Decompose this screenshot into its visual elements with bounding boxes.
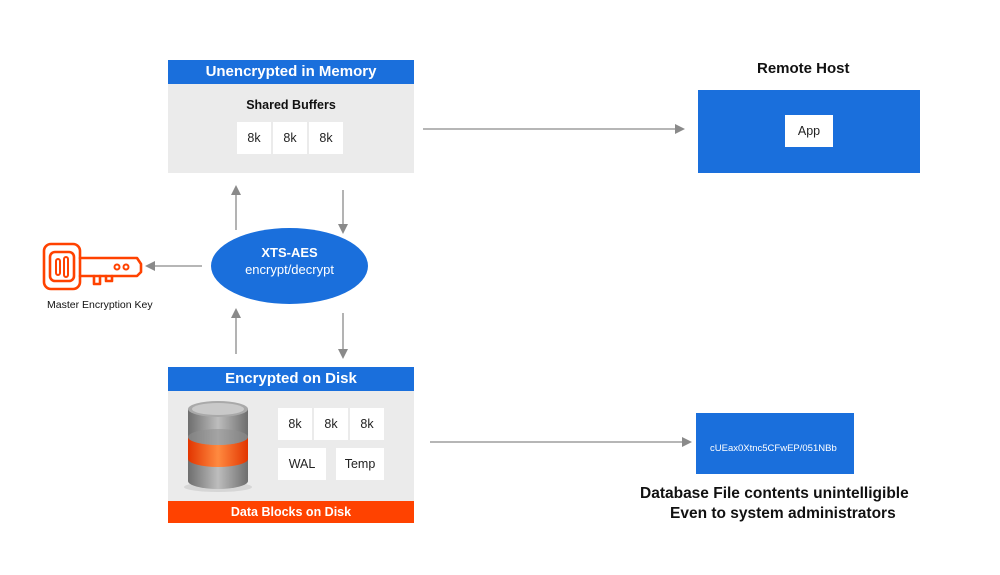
caption-line-2: Even to system administrators (670, 505, 896, 522)
arrows-layer (145, 124, 692, 447)
master-key-label: Master Encryption Key (47, 299, 153, 311)
data-blocks-footer: Data Blocks on Disk (168, 501, 414, 523)
temp-cell: Temp (336, 448, 384, 480)
memory-panel: Unencrypted in Memory Shared Buffers 8k … (168, 60, 414, 173)
memory-cell-2: 8k (273, 122, 307, 154)
remote-host-title: Remote Host (757, 60, 850, 77)
memory-panel-title: Unencrypted in Memory (168, 60, 414, 84)
disk-cell-3: 8k (350, 408, 384, 440)
shared-buffers-label: Shared Buffers (246, 98, 336, 112)
disk-panel: Encrypted on Disk 8k 8k 8k WAL Temp Data… (168, 367, 414, 523)
disk-cell-2: 8k (314, 408, 348, 440)
encrypted-line-2: uFNF3ySC6b3qDbkb+Jo+l73 (710, 479, 835, 490)
disk-panel-title: Encrypted on Disk (168, 367, 414, 391)
wal-cell: WAL (278, 448, 326, 480)
encrypted-line-1: cUEax0Xtnc5CFwEP/051NBb (710, 443, 837, 454)
encrypted-line-4: e8PRWaTclw1uAB+uk= (710, 551, 811, 562)
caption-line-1: Database File contents unintelligible (640, 485, 909, 502)
memory-cell-1: 8k (237, 122, 271, 154)
key-icon (42, 242, 143, 291)
disk-cell-1: 8k (278, 408, 312, 440)
encrypt-decrypt-label: encrypt/decrypt (245, 262, 334, 277)
memory-cell-3: 8k (309, 122, 343, 154)
database-icon (184, 401, 252, 492)
xts-aes-node: XTS-AES encrypt/decrypt (211, 228, 368, 304)
encrypted-text-box: cUEax0Xtnc5CFwEP/051NBb uFNF3ySC6b3qDbkb… (696, 413, 854, 562)
xts-aes-label: XTS-AES (261, 245, 318, 260)
encrypted-line-3: WclUS1bjrYoClmE0ugAzKWj/ (710, 515, 836, 526)
app-box: App (785, 115, 833, 147)
remote-host-box: App (698, 90, 920, 173)
